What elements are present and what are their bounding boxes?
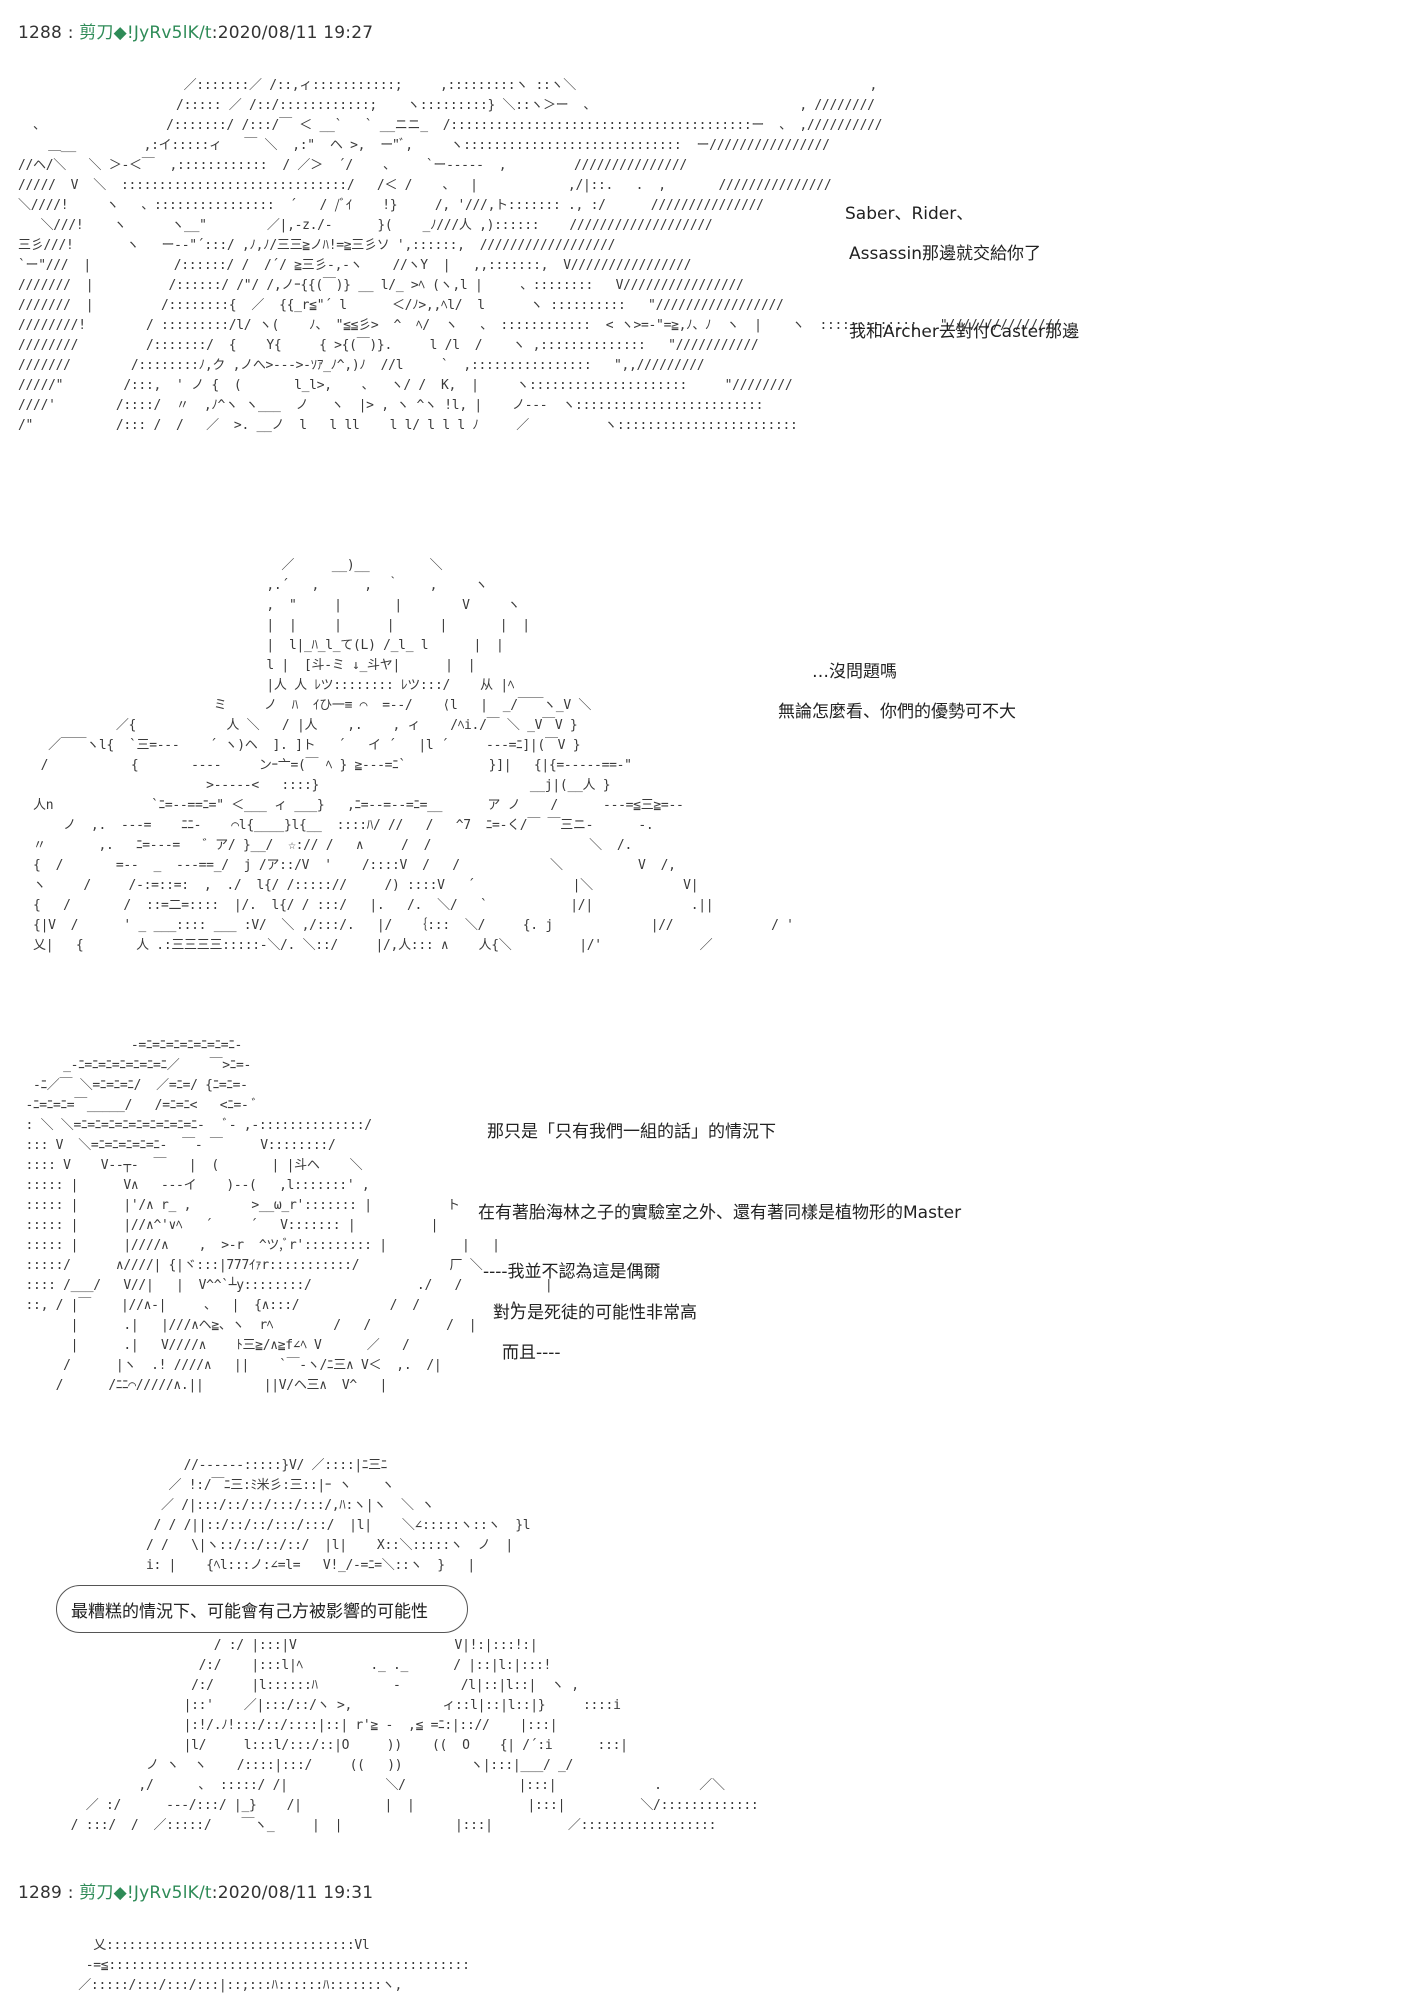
post-header-1289: 1289 : 剪刀◆!JyRv5lK/t:2020/08/11 19:31 <box>18 1878 373 1903</box>
post-datetime: :2020/08/11 19:31 <box>211 1883 374 1903</box>
dialogue-line: Saber、Rider、 <box>845 204 974 224</box>
ascii-art-scene-2: ／ __)__ ＼ ,.´ , , ｀ , ヽ , " | | V ヽ | | … <box>33 558 794 953</box>
ascii-art-scene-5: 乂:::::::::::::::::::::::::::::::::Vl -=≦… <box>78 1938 470 1993</box>
dialogue-line: 而且---- <box>502 1343 561 1363</box>
post-number: 1288 <box>18 23 63 43</box>
poster-trip: !JyRv5lK/t <box>126 23 212 43</box>
post-header-1288: 1288 : 剪刀◆!JyRv5lK/t:2020/08/11 19:27 <box>18 18 373 43</box>
poster-name-link[interactable]: 剪刀◆ <box>79 23 127 43</box>
post-separator: : <box>67 23 74 43</box>
dialogue-line: Assassin那邊就交給你了 <box>849 244 1041 264</box>
ascii-art-scene-1: ／:::::::／ /::,ィ:::::::::::; ,:::::::::ヽ … <box>18 78 1061 433</box>
dialogue-line: 無論怎麼看、你們的優勢可不大 <box>778 702 1016 722</box>
dialogue-line: 我和Archer去對付Caster那邊 <box>849 322 1080 342</box>
ascii-art-scene-3: -=ﾆ=ﾆ=ﾆ=ﾆ=ﾆ=ﾆ=ﾆ- _-ﾆ=ﾆ=ﾆ=ﾆ=ﾆ=ﾆ=ﾆ／ ￣>ﾆ=- … <box>25 1038 553 1393</box>
dialogue-line: 在有著胎海林之子的實驗室之外、還有著同樣是植物形的Master <box>478 1203 962 1223</box>
poster-name-link[interactable]: 剪刀◆ <box>79 1883 127 1903</box>
post-datetime: :2020/08/11 19:27 <box>211 23 374 43</box>
dialogue-line: 那只是「只有我們一組的話」的情況下 <box>487 1122 776 1142</box>
poster-trip: !JyRv5lK/t <box>126 1883 212 1903</box>
post-separator: : <box>67 1883 74 1903</box>
dialogue-line: …沒問題嗎 <box>812 662 897 682</box>
ascii-art-scene-4-bottom: / :/ |:::|V V|!:|:::!:| /:/ |:::l|ﾍ ._ .… <box>70 1638 759 1833</box>
ascii-art-scene-4-top: //-‐‐‐‐-:::::}V/ ／::::|ﾆ三ﾆ ／ !:/￣ﾆ三:ﾐ米彡:… <box>145 1458 531 1573</box>
speech-bubble: 最糟糕的情況下、可能會有己方被影響的可能性 <box>56 1585 468 1633</box>
post-number: 1289 <box>18 1883 63 1903</box>
dialogue-line: 對方是死徒的可能性非常高 <box>493 1303 697 1323</box>
dialogue-line: ----我並不認為這是偶爾 <box>483 1262 661 1282</box>
